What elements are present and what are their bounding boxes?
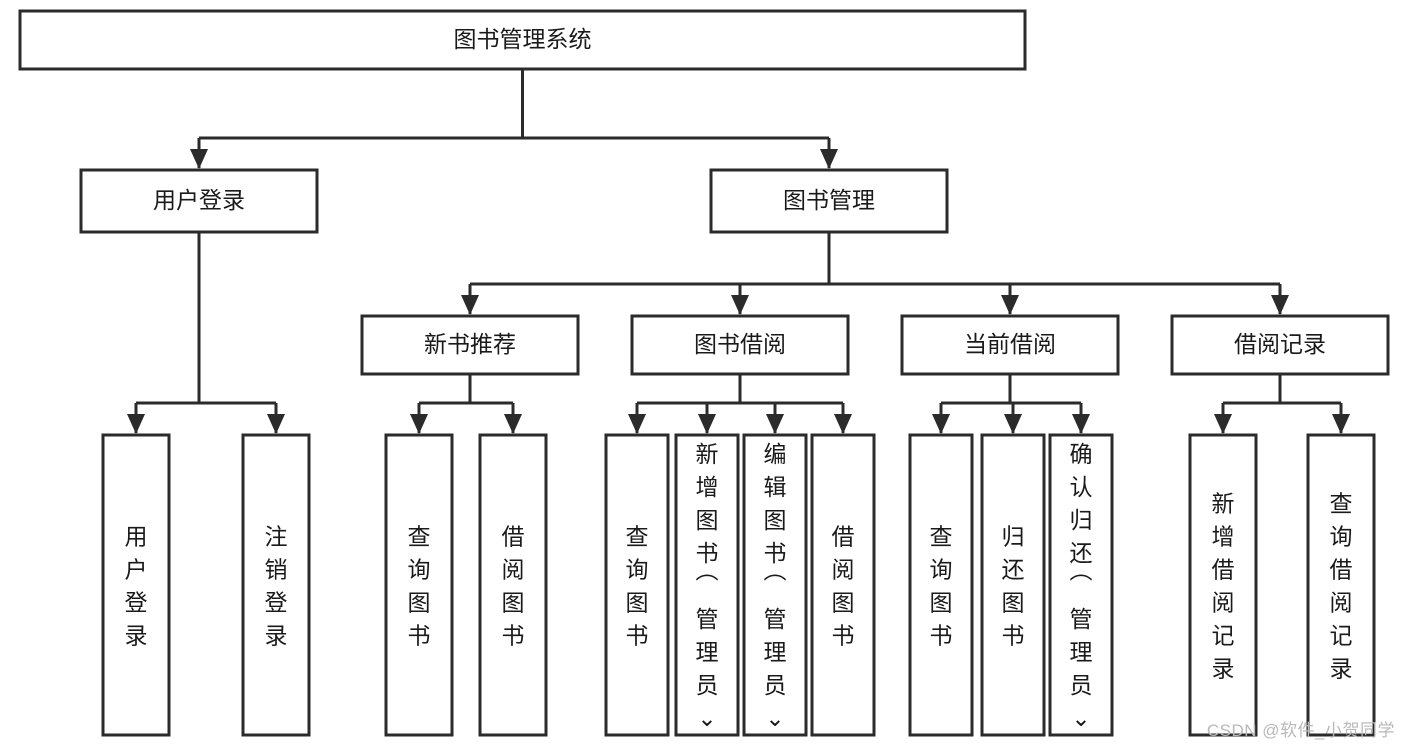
node-label: 用户登录	[125, 524, 148, 649]
node-borrow-record[interactable]: 借阅记录	[1170, 314, 1390, 376]
node-leaf-user-logout[interactable]: 注销登录	[241, 433, 311, 737]
node-label: 查询图书	[626, 524, 649, 649]
node-user-login[interactable]: 用户登录	[79, 168, 319, 234]
node-leaf-edit-book[interactable]: 编辑图书⌒管理员⌄	[742, 433, 808, 737]
node-leaf-borrow-book-2[interactable]: 借阅图书	[810, 433, 876, 737]
node-label: 新增借阅记录	[1212, 491, 1235, 682]
node-label: 确认归还⌒管理员⌄	[1070, 441, 1093, 731]
node-leaf-borrow-book-1[interactable]: 借阅图书	[478, 433, 548, 737]
node-label: 借阅图书	[832, 524, 855, 649]
node-leaf-user-login[interactable]: 用户登录	[101, 433, 171, 737]
node-root[interactable]: 图书管理系统	[18, 9, 1027, 71]
node-leaf-query-book-2[interactable]: 查询图书	[604, 433, 670, 737]
node-label: 图书管理	[783, 187, 875, 213]
node-leaf-confirm-return[interactable]: 确认归还⌒管理员⌄	[1048, 433, 1114, 737]
node-book-manage[interactable]: 图书管理	[709, 168, 949, 234]
node-label: 新增图书⌒管理员⌄	[696, 441, 719, 731]
node-leaf-query-book-1[interactable]: 查询图书	[384, 433, 454, 737]
node-leaf-query-book-3[interactable]: 查询图书	[908, 433, 974, 737]
node-leaf-return-book[interactable]: 归还图书	[980, 433, 1046, 737]
node-label: 新书推荐	[424, 331, 516, 357]
node-label: 查询图书	[408, 524, 431, 649]
node-label: 图书借阅	[694, 331, 786, 357]
node-new-book-rec[interactable]: 新书推荐	[360, 314, 580, 376]
node-label: 借阅图书	[502, 524, 525, 649]
node-label: 查询图书	[930, 524, 953, 649]
node-label: 归还图书	[1002, 524, 1025, 649]
watermark: CSDN @软件_小贺同学	[1206, 721, 1395, 740]
node-label: 借阅记录	[1234, 331, 1326, 357]
node-label: 编辑图书⌒管理员⌄	[764, 441, 787, 731]
node-layer: 图书管理系统用户登录图书管理新书推荐图书借阅当前借阅借阅记录用户登录注销登录查询…	[18, 9, 1390, 737]
node-leaf-add-book[interactable]: 新增图书⌒管理员⌄	[674, 433, 740, 737]
node-label: 注销登录	[265, 524, 288, 649]
node-current-borrow[interactable]: 当前借阅	[900, 314, 1120, 376]
node-leaf-query-record[interactable]: 查询借阅记录	[1306, 433, 1376, 737]
node-label: 当前借阅	[964, 331, 1056, 357]
node-label: 图书管理系统	[454, 26, 592, 52]
node-label: 查询借阅记录	[1330, 491, 1353, 682]
connector-layer	[127, 69, 1350, 434]
node-label: 用户登录	[153, 187, 245, 213]
node-leaf-add-record[interactable]: 新增借阅记录	[1188, 433, 1258, 737]
node-book-borrow[interactable]: 图书借阅	[630, 314, 850, 376]
